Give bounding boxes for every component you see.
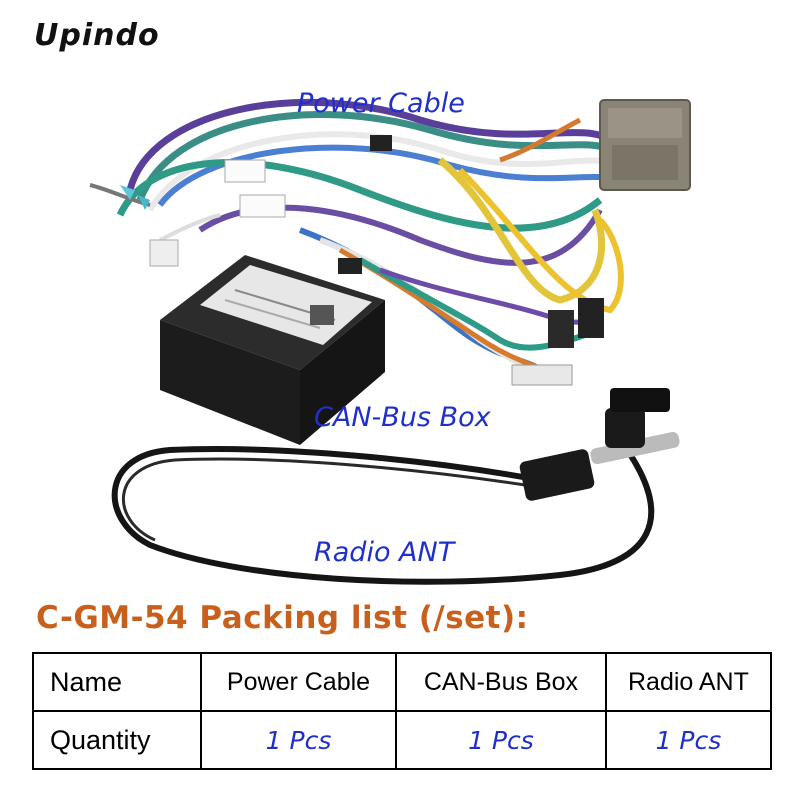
- product-illustration: [89, 98, 691, 585]
- qty-radio-ant: 1 Pcs: [604, 710, 773, 770]
- brand-logo: Upindo: [34, 18, 160, 53]
- can-bus-box-label: CAN-Bus Box: [314, 402, 491, 433]
- item-name-can-bus-box: CAN-Bus Box: [395, 652, 607, 712]
- qty-can-bus-box: 1 Pcs: [395, 710, 607, 770]
- item-name-radio-ant: Radio ANT: [604, 652, 773, 712]
- antenna-cable-image: [111, 388, 680, 585]
- item-name-power-cable: Power Cable: [200, 652, 397, 712]
- table-row-name: Name Power Cable CAN-Bus Box Radio ANT: [32, 652, 773, 712]
- row-header-name: Name: [32, 652, 202, 712]
- qty-power-cable: 1 Pcs: [200, 710, 397, 770]
- packing-table: Name Power Cable CAN-Bus Box Radio ANT Q…: [32, 652, 773, 770]
- radio-ant-label: Radio ANT: [314, 537, 455, 568]
- wire-harness-image: [89, 98, 691, 386]
- table-row-quantity: Quantity 1 Pcs 1 Pcs 1 Pcs: [32, 710, 773, 770]
- can-bus-box-image: [160, 255, 385, 445]
- power-cable-label: Power Cable: [297, 88, 465, 119]
- packing-list-title: C-GM-54 Packing list (/set):: [36, 600, 529, 636]
- row-header-quantity: Quantity: [32, 710, 202, 770]
